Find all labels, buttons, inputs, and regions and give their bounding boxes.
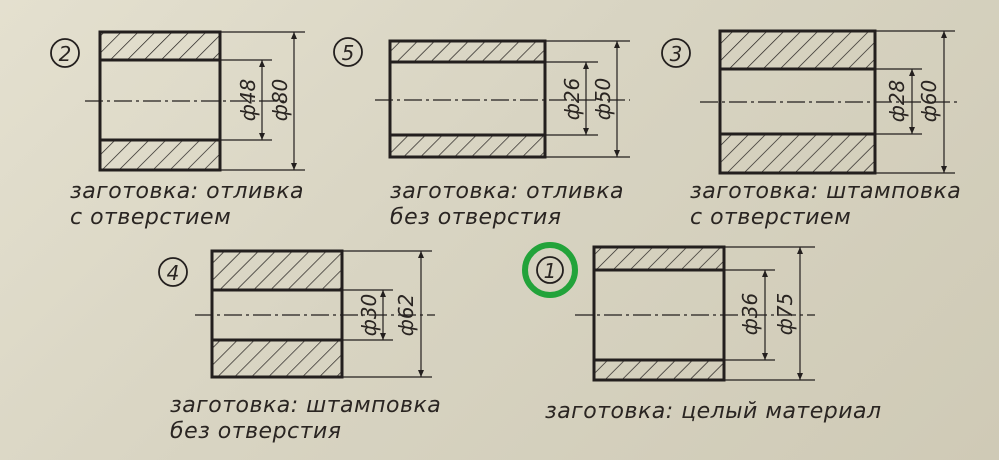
blank-1-drawing: 1 ф36 ф75 xyxy=(522,242,815,382)
blank-2-drawing: 2 ф48 ф80 xyxy=(50,30,305,172)
blank-3-caption-line2: с отверстием xyxy=(690,205,852,230)
blank-4-outer-dim: ф62 xyxy=(394,294,418,337)
blank-2-lower-section xyxy=(98,138,222,172)
blank-3-upper-section xyxy=(718,29,877,71)
blank-5-caption-line1: заготовка: отливка xyxy=(390,179,624,204)
blank-2-number: 2 xyxy=(59,42,72,66)
blank-4-drawing: 4 ф30 ф62 xyxy=(158,249,435,379)
blank-4-number: 4 xyxy=(167,261,180,285)
blank-5-bore xyxy=(388,60,547,137)
blank-5-caption-line2: без отверстия xyxy=(390,205,562,230)
blank-3-outer-dim: ф60 xyxy=(917,80,941,123)
blank-1-outer-dim: ф75 xyxy=(773,293,797,336)
blank-4-caption-line1: заготовка: штамповка xyxy=(170,393,442,418)
blank-5-drawing: 5 ф26 ф50 xyxy=(333,37,630,159)
blank-1-number-circle xyxy=(536,256,564,284)
blank-4-lower-section xyxy=(210,338,344,379)
blank-4-number-circle xyxy=(158,257,188,287)
blank-2-caption-line1: заготовка: отливка xyxy=(70,179,304,204)
blank-1-caption-line1: заготовка: целый материал xyxy=(545,399,882,424)
blank-1-highlight-ring xyxy=(522,242,578,298)
blank-5-number-circle xyxy=(333,37,363,67)
blank-1-lower-section xyxy=(592,358,726,382)
blank-2-upper-section xyxy=(98,30,222,62)
blank-2-bore xyxy=(98,58,222,142)
blank-2-outer-dim: ф80 xyxy=(268,79,292,122)
blank-4-upper-section xyxy=(210,249,344,292)
blank-4-caption-line2: без отверстия xyxy=(170,419,342,444)
blank-4-inner-dim: ф30 xyxy=(357,294,381,337)
blank-3-drawing: 3 ф28 ф60 xyxy=(661,29,960,175)
blank-5-upper-section xyxy=(388,39,547,64)
blank-1-number: 1 xyxy=(544,259,557,283)
blank-1-inner-dim: ф36 xyxy=(738,293,762,336)
blank-5-outer-dim: ф50 xyxy=(591,78,615,121)
blank-1-upper-section xyxy=(592,245,726,272)
blank-3-inner-dim: ф28 xyxy=(885,80,909,123)
blank-5-number: 5 xyxy=(342,41,355,65)
blank-2-inner-dim: ф48 xyxy=(236,79,260,122)
blank-5-lower-section xyxy=(388,133,547,159)
blank-3-caption-line1: заготовка: штамповка xyxy=(690,179,962,204)
blank-5-inner-dim: ф26 xyxy=(560,78,584,121)
blank-3-number-circle xyxy=(661,38,691,68)
blank-3-lower-section xyxy=(718,132,877,175)
blank-2-number-circle xyxy=(50,38,80,68)
blank-3-number: 3 xyxy=(670,42,683,66)
blank-2-caption-line2: с отверстием xyxy=(70,205,232,230)
